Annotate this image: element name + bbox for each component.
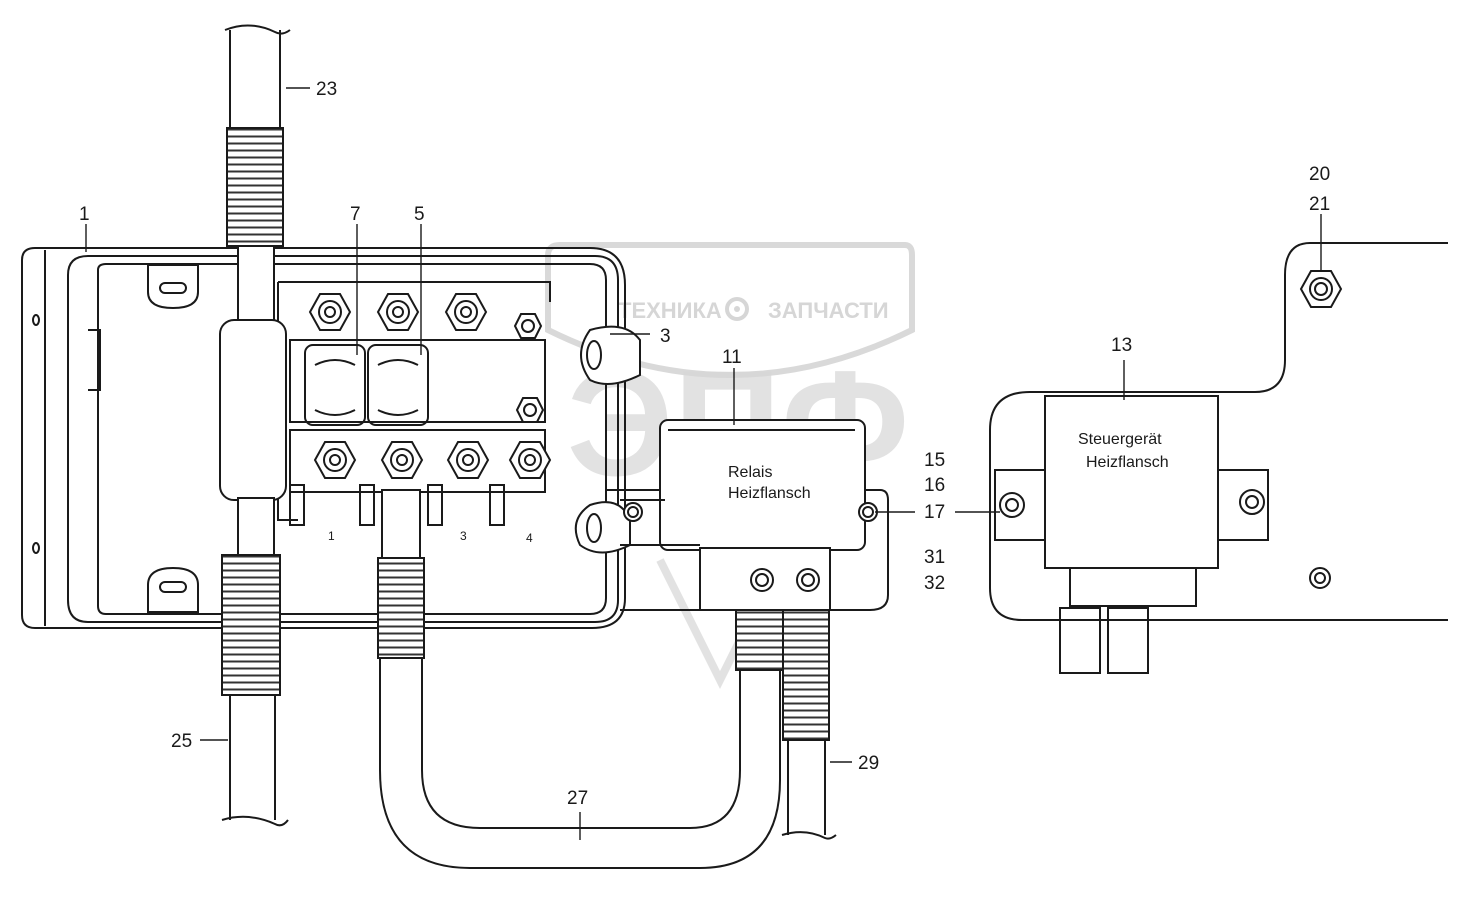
control-unit-label-line2: Heizflansch — [1086, 454, 1169, 471]
gear-icon — [725, 297, 749, 321]
callout-16: 16 — [924, 475, 945, 496]
cable-27 — [377, 489, 785, 869]
terminal-number-4: 4 — [526, 531, 533, 545]
callout-32: 32 — [924, 573, 945, 594]
watermark-text-right: ЗАПЧАСТИ — [768, 298, 889, 323]
callout-1: 1 — [79, 204, 90, 225]
callout-5: 5 — [414, 204, 425, 225]
control-unit-plate — [989, 242, 1448, 674]
relay-housing — [574, 325, 889, 611]
callout-23: 23 — [316, 79, 337, 100]
callout-27: 27 — [567, 788, 588, 809]
terminal-numbers: 1 3 4 — [328, 529, 533, 545]
terminal-number-3: 3 — [460, 529, 467, 543]
callout-25: 25 — [171, 731, 192, 752]
callout-11: 11 — [722, 347, 742, 368]
relay-label: Relais Heizflansch — [728, 464, 811, 502]
callout-3: 3 — [660, 326, 671, 347]
callouts: 23 1 7 5 3 11 13 20 21 15 16 17 31 32 25… — [79, 79, 1330, 809]
terminal-number-1: 1 — [328, 529, 335, 543]
callout-29: 29 — [858, 753, 879, 774]
control-unit-label-line1: Steuergerät — [1078, 431, 1162, 448]
watermark-text-left: ТЕХНИКА — [618, 298, 722, 323]
callout-17: 17 — [924, 502, 945, 523]
control-unit-label: Steuergerät Heizflansch — [1078, 431, 1169, 471]
relay-label-line1: Relais — [728, 464, 772, 481]
callout-21: 21 — [1309, 194, 1330, 215]
callout-20: 20 — [1309, 164, 1330, 185]
cable-23-25 — [219, 24, 291, 827]
callout-13: 13 — [1111, 335, 1132, 356]
callout-7: 7 — [350, 204, 361, 225]
terminal-box — [21, 247, 626, 629]
relay-label-line2: Heizflansch — [728, 485, 811, 502]
callout-31: 31 — [924, 547, 945, 568]
cable-29 — [781, 599, 837, 840]
callout-15: 15 — [924, 450, 945, 471]
leader-lines — [85, 87, 1322, 840]
